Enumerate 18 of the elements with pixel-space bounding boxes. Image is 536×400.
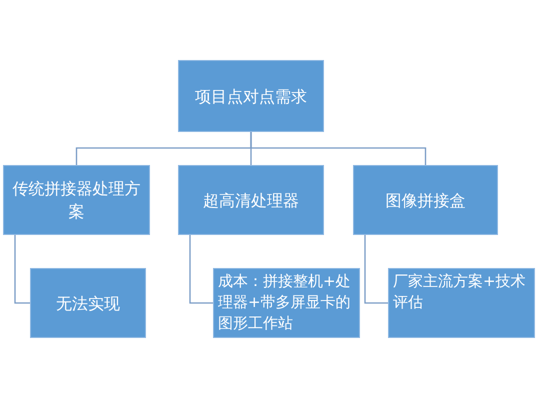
box-label: 无法实现 xyxy=(56,292,120,314)
connector-line xyxy=(189,235,213,304)
process-box xyxy=(3,165,150,235)
box-label: 图像拼接盒 xyxy=(386,190,466,212)
process-box xyxy=(178,165,324,235)
process-box xyxy=(353,165,498,235)
connector-line xyxy=(250,132,426,165)
box-label: 成本：拼接整机+处理器+带多屏显卡的图形工作站 xyxy=(218,271,352,334)
box-label: 项目点对点需求 xyxy=(195,86,307,108)
connector-line xyxy=(14,235,30,304)
process-box xyxy=(213,268,360,338)
box-label: 厂家主流方案+技术评估 xyxy=(393,271,527,313)
process-box xyxy=(388,268,535,338)
connector-line xyxy=(364,235,388,304)
process-box xyxy=(30,268,146,338)
box-label: 传统拼接器处理方案 xyxy=(12,178,142,223)
process-box xyxy=(178,60,324,132)
box-label: 超高清处理器 xyxy=(203,190,299,212)
